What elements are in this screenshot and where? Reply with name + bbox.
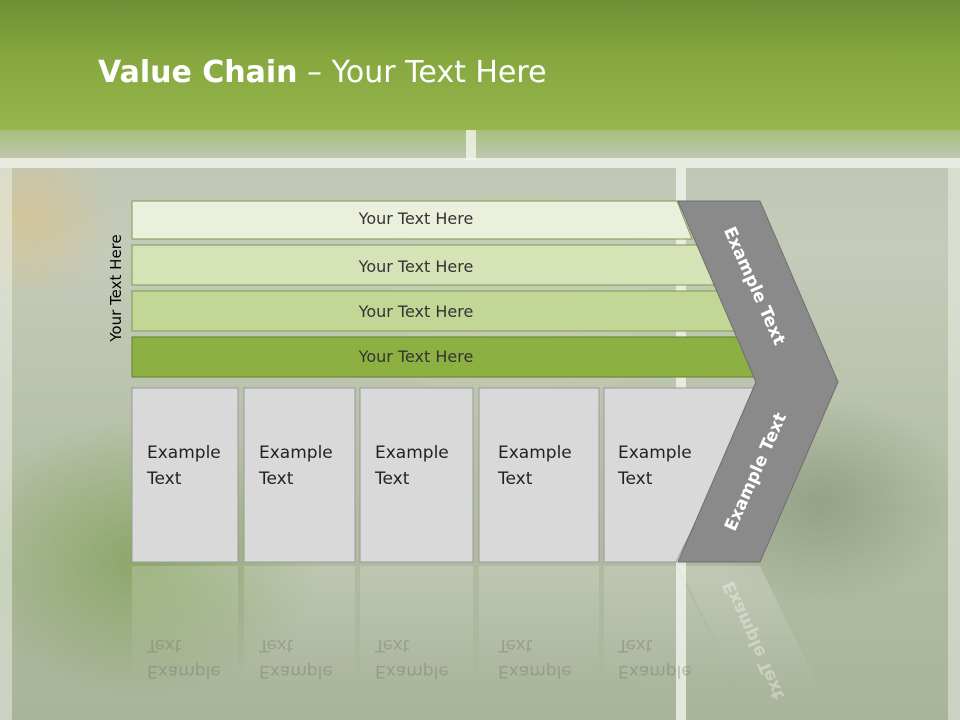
chevron-reflection: [678, 566, 820, 690]
box-1: [131, 387, 239, 563]
panel-divider-horizontal: [0, 158, 960, 168]
box-1-label: Example Text: [147, 443, 221, 489]
box-5-label-reflection: Example Text: [618, 635, 692, 681]
bar-3-label: Your Text Here: [358, 302, 474, 321]
box-5-label: Example Text: [618, 443, 692, 489]
box-2: [243, 387, 356, 563]
header-fade: [0, 130, 960, 160]
panel-divider-top: [466, 130, 476, 160]
panel-edge-left: [0, 168, 12, 720]
box-3-label: Example Text: [375, 443, 449, 489]
title-rest: – Your Text Here: [297, 55, 547, 90]
box-3: [359, 387, 474, 563]
box-4-label-reflection: Example Text: [498, 635, 572, 681]
title-bold: Value Chain: [98, 55, 298, 90]
bar-4-label: Your Text Here: [358, 347, 474, 366]
bar-1: [131, 200, 693, 240]
boxes-reflection: [132, 566, 740, 690]
slide-title: Value Chain – Your Text Here: [98, 55, 547, 90]
box-2-label: Example Text: [259, 443, 333, 489]
box-2-label-reflection: Example Text: [259, 635, 333, 681]
box-5: [603, 387, 763, 563]
chevron-arrow: [677, 200, 839, 563]
box-4-label: Example Text: [498, 443, 572, 489]
bar-1-label: Your Text Here: [358, 209, 474, 228]
panel-edge-right: [948, 168, 960, 720]
bar-2-label: Your Text Here: [358, 257, 474, 276]
box-3-label-reflection: Example Text: [375, 635, 449, 681]
box-4: [478, 387, 600, 563]
box-1-label-reflection: Example Text: [147, 635, 221, 681]
header-band: [0, 0, 960, 130]
